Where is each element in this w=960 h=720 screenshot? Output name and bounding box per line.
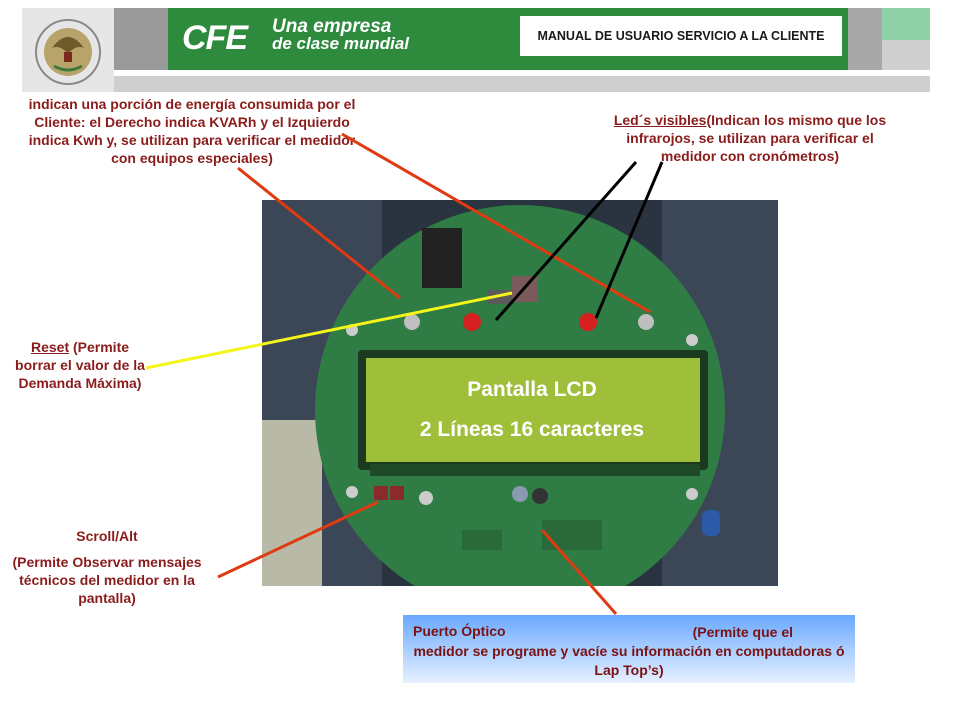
lcd-label-line-2: 2 Líneas 16 caracteres <box>419 418 645 441</box>
header-mint-block <box>882 8 930 40</box>
scroll-title: Scroll/Alt <box>76 528 138 544</box>
optical-port-title: Puerto Óptico <box>413 623 506 639</box>
reset-button <box>374 486 388 500</box>
energy-led-note: indican una porción de energía consumida… <box>28 96 356 166</box>
scroll-button <box>390 486 404 500</box>
chip <box>422 228 462 288</box>
visible-led-note: Led´s visibles(Indican los mismo que los… <box>600 111 900 165</box>
optical-port-desc: (Permite que el medidor se programe y va… <box>408 623 850 680</box>
optical-port-desc-rest: medidor se programe y vacíe su informaci… <box>413 643 845 678</box>
slogan-line-2: de clase mundial <box>272 34 409 53</box>
visible-led-desc: (Indican los mismo que los infrarojos, s… <box>626 112 887 164</box>
optical-port-desc-lead: (Permite que el <box>692 624 793 640</box>
lcd-label-line-1: Pantalla LCD <box>467 378 597 401</box>
optical-port-callout <box>403 615 855 683</box>
manual-title: MANUAL DE USUARIO SERVICIO A LA CLIENTE <box>537 29 825 43</box>
header-light-block <box>882 40 930 70</box>
header-band <box>114 76 930 92</box>
reset-note: Reset (Permite borrar el valor de la Dem… <box>10 338 150 392</box>
lcd-screen <box>366 358 700 462</box>
mexico-seal <box>22 8 114 92</box>
scroll-desc: (Permite Observar mensajes técnicos del … <box>12 554 202 606</box>
reset-desc: (Permite borrar el valor de la Demanda M… <box>15 339 145 391</box>
visible-led-left <box>463 313 481 331</box>
visible-led-right <box>579 313 597 331</box>
slogan-line-1: Una empresa <box>272 16 392 37</box>
header-gray-block <box>114 8 168 70</box>
cfe-slogan: Una empresa de clase mundial <box>272 16 409 53</box>
scroll-note: Scroll/Alt (Permite Observar mensajes té… <box>12 527 202 607</box>
visible-led-title: Led´s visibles <box>613 112 707 128</box>
cfe-logo: CFE <box>182 19 248 57</box>
infrared-led-left <box>404 314 420 330</box>
header-gray-block-right <box>848 8 882 70</box>
infrared-led-right <box>638 314 654 330</box>
manual-title-box <box>520 16 842 56</box>
reset-title: Reset <box>30 339 70 355</box>
mexican-coat-of-arms-icon <box>35 19 101 85</box>
optical-port <box>512 486 528 502</box>
